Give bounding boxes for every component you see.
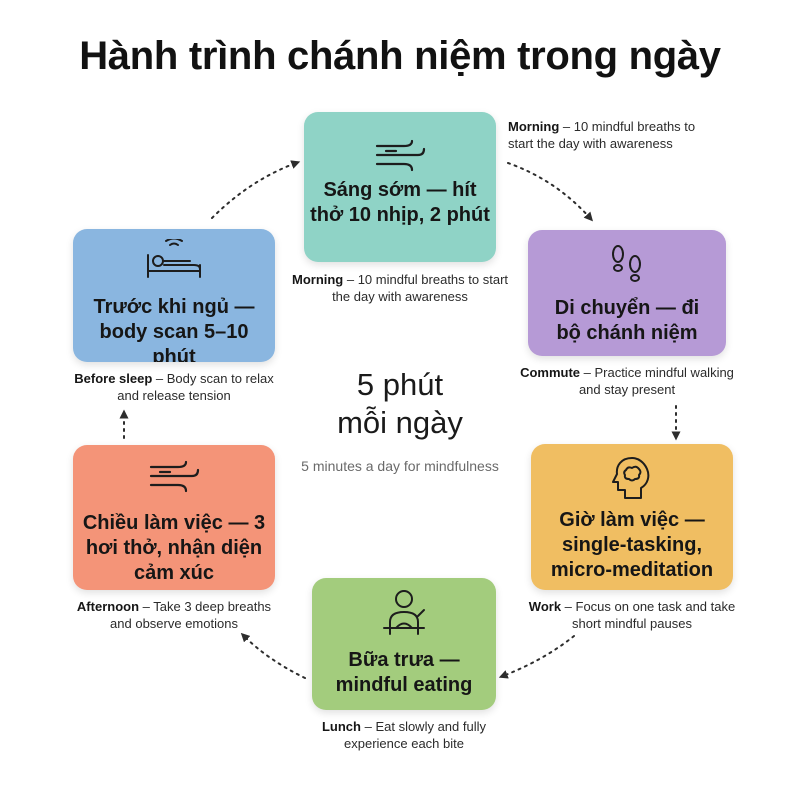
step-caption-label: Afternoon bbox=[76, 599, 140, 614]
step-caption-lunch: Lunch – Eat slowly and fully experience … bbox=[300, 718, 508, 752]
arrow-lunch-to-afternoon bbox=[240, 632, 306, 679]
arrow-morning-to-commute bbox=[507, 162, 594, 222]
step-caption-label: Morning bbox=[291, 272, 344, 287]
step-caption-morning: Morning – 10 mindful breaths to start th… bbox=[290, 271, 510, 305]
step-caption-text: – Focus on one task and take short mindf… bbox=[561, 599, 736, 631]
side-note-text: – 10 mindful breaths to start the day wi… bbox=[508, 119, 696, 151]
step-caption-text: – 10 mindful breaths to start the day wi… bbox=[332, 272, 509, 304]
step-title-work: Giờ làm việc — single-tasking, micro-med… bbox=[550, 509, 714, 581]
center-subtitle: 5 minutes a day for mindfulness bbox=[301, 458, 499, 474]
step-caption-sleep: Before sleep – Body scan to relax and re… bbox=[72, 370, 276, 404]
step-title-lunch: Bữa trưa — mindful eating bbox=[335, 649, 473, 696]
step-title-commute: Di chuyển — đi bộ chánh niệm bbox=[554, 297, 700, 344]
step-card-afternoon: Chiều làm việc — 3 hơi thở, nhận diện cả… bbox=[73, 445, 275, 590]
step-caption-commute: Commute – Practice mindful walking and s… bbox=[520, 364, 734, 398]
side-note-label: Morning bbox=[508, 119, 560, 134]
morning-side-note: Morning – 10 mindful breaths to start th… bbox=[508, 118, 718, 152]
footprints-icon bbox=[605, 242, 649, 291]
center-heading: 5 phút mỗi ngày bbox=[290, 366, 510, 442]
step-card-lunch: Bữa trưa — mindful eating bbox=[312, 578, 496, 710]
step-caption-afternoon: Afternoon – Take 3 deep breaths and obse… bbox=[66, 598, 282, 632]
step-title-morning: Sáng sớm — hít thở 10 nhịp, 2 phút bbox=[310, 179, 490, 226]
step-caption-text: – Body scan to relax and release tension bbox=[117, 371, 274, 403]
wind-breath-icon bbox=[148, 459, 200, 500]
step-caption-label: Before sleep bbox=[74, 371, 153, 386]
center-heading-line1: 5 phút bbox=[356, 367, 444, 402]
person-eating-icon bbox=[378, 588, 430, 641]
arrow-sleep-to-morning bbox=[211, 160, 301, 219]
step-title-afternoon: Chiều làm việc — 3 hơi thở, nhận diện cả… bbox=[82, 512, 266, 584]
center-heading-line2: mỗi ngày bbox=[337, 405, 463, 440]
step-caption-text: – Practice mindful walking and stay pres… bbox=[578, 365, 734, 397]
step-caption-label: Commute bbox=[520, 365, 581, 380]
step-card-morning: Sáng sớm — hít thở 10 nhịp, 2 phút bbox=[304, 112, 496, 262]
step-caption-label: Lunch bbox=[321, 719, 361, 734]
step-caption-work: Work – Focus on one task and take short … bbox=[522, 598, 742, 632]
step-card-work: Giờ làm việc — single-tasking, micro-med… bbox=[531, 444, 733, 590]
step-title-sleep: Trước khi ngủ — body scan 5–10 phút bbox=[93, 296, 255, 362]
step-caption-text: – Take 3 deep breaths and observe emotio… bbox=[110, 599, 272, 631]
person-in-bed-icon bbox=[144, 237, 204, 286]
mind-head-icon bbox=[608, 454, 656, 507]
step-card-sleep: Trước khi ngủ — body scan 5–10 phút bbox=[73, 229, 275, 362]
step-caption-label: Work bbox=[528, 599, 562, 614]
step-caption-text: – Eat slowly and fully experience each b… bbox=[344, 719, 486, 751]
step-card-commute: Di chuyển — đi bộ chánh niệm bbox=[528, 230, 726, 356]
wind-breath-icon bbox=[374, 138, 426, 179]
page-title: Hành trình chánh niệm trong ngày bbox=[79, 34, 721, 78]
arrow-work-to-lunch bbox=[498, 635, 575, 679]
